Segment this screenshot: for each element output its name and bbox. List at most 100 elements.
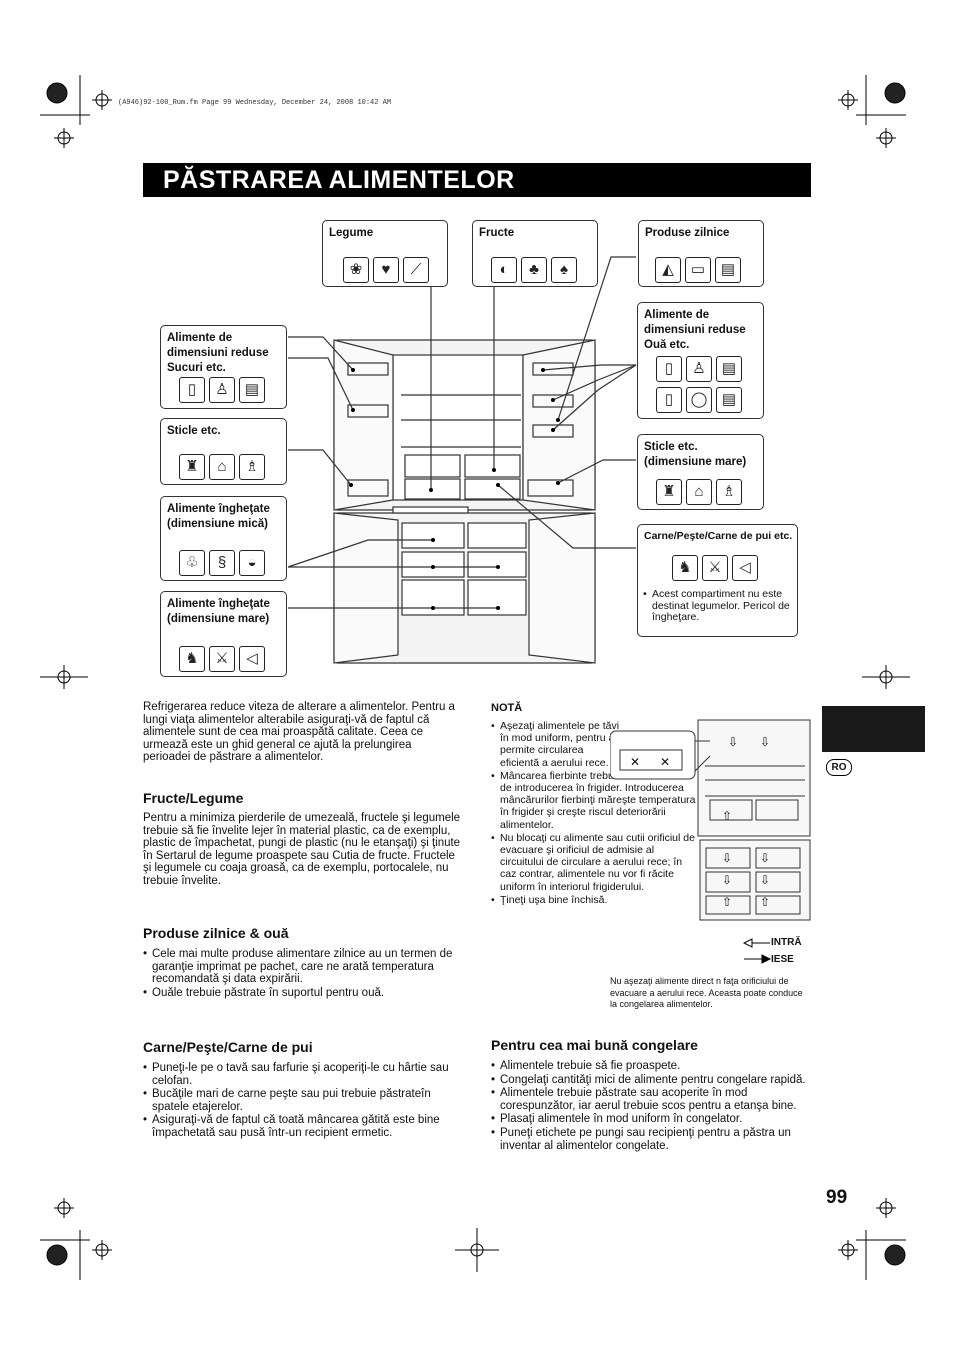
poultry-icon: ♞ [672,555,698,581]
list-item: Ţineţi uşa bine închisă. [491,894,698,906]
bottle-icon: ♜ [179,454,205,480]
airflow-diagram: ⇩⇩ ✕✕ ⇧ ⇩⇩ ⇩⇩ ⇧⇧ [610,719,811,921]
juice-bottle-icon: ♙ [686,356,712,382]
nota-list: Aşezaţi alimentele pe tăvi în mod unifor… [491,720,698,907]
label-sticle-text: Sticle etc. [167,425,221,437]
heading-carne: Carne/Peşte/Carne de pui [143,1039,313,1055]
congelare-list: Alimentele trebuie să fie proaspete. Con… [491,1060,813,1153]
nota-heading: NOTĂ [491,702,523,714]
shrimp-icon: § [209,550,235,576]
carton-icon: ▤ [716,387,742,413]
svg-text:⇩: ⇩ [722,873,732,887]
list-item: Bucăţile mari de carne peşte sau pui tre… [143,1088,461,1113]
legend-out: IESE [771,954,794,965]
butter-icon: ▭ [685,257,711,283]
label-mici-sucuri: Alimente de dimensiuni reduse Sucuri etc… [160,325,287,409]
wine-bottle-icon: ♗ [239,454,265,480]
produse-oua-list: Cele mai multe produse alimentare zilnic… [143,948,461,1000]
list-item: Plasaţi alimentele în mod uniform în con… [491,1113,813,1126]
list-item: Nu blocaţi cu alimente sau cutii orifici… [491,832,698,893]
chicken-leg-icon: ♧ [179,550,205,576]
fish-icon: ◁ [732,555,758,581]
juice-carton-icon: ▤ [239,377,265,403]
page-title: PĂSTRAREA ALIMENTELOR [163,166,515,194]
svg-text:⇧: ⇧ [760,895,770,909]
list-item: Alimentele trebuie să fie proaspete. [491,1060,813,1073]
orange-slice-icon: ◐ [491,257,517,283]
legend-in: INTRĂ [771,937,802,948]
label-produse-zilnice: Produse zilnice ◭ ▭ ▤ [638,220,764,287]
list-item: Congelaţi cantităţi mici de alimente pen… [491,1074,813,1087]
fish-fillet-icon: ◒ [239,550,265,576]
cherry-icon: ♠ [551,257,577,283]
svg-text:⇩: ⇩ [728,735,738,749]
can-icon: ▯ [656,356,682,382]
label-mici-oua: Alimente de dimensiuni reduse Ouă etc. ▯… [637,302,764,419]
fridge-diagram [287,256,637,664]
page-number: 99 [826,1187,848,1208]
label-mici-oua-text: Alimente de dimensiuni reduse Ouă etc. [644,309,746,351]
can-icon: ▯ [656,387,682,413]
svg-text:⇩: ⇩ [760,873,770,887]
svg-text:✕: ✕ [660,755,670,769]
fructe-legume-text: Pentru a minimiza pierderile de umezeală… [143,812,461,887]
fish-icon: ◁ [239,646,265,672]
list-item: Ouăle trebuie păstrate în suportul pentr… [143,987,461,1000]
svg-text:✕: ✕ [630,755,640,769]
list-item: Cele mai multe produse alimentare zilnic… [143,948,461,986]
svg-text:⇩: ⇩ [722,851,732,865]
language-badge: RO [826,759,852,776]
list-item: Mâncarea fierbinte trebuie răcită înaint… [491,770,698,831]
label-fructe: Fructe ◐ ♣ ♠ [472,220,598,287]
list-item: Puneţi etichete pe pungi sau recipienţi … [491,1127,813,1152]
svg-text:⇧: ⇧ [722,809,732,823]
label-sticle-mare-text: Sticle etc. (dimensiune mare) [644,441,747,468]
svg-text:⇩: ⇩ [760,735,770,749]
label-legume: Legume ❀ ♥ ⟋ [322,220,448,287]
intro-text: Refrigerarea reduce viteza de alterare a… [143,701,455,764]
label-inghetate-mica: Alimente îngheţate (dimensiune mică) ♧ §… [160,496,287,581]
label-sticle-mare: Sticle etc. (dimensiune mare) ♜ ⌂ ♗ [637,434,764,510]
egg-icon: ◯ [686,387,712,413]
heading-fructe-legume: Fructe/Legume [143,790,244,806]
section-tab [822,706,925,752]
carrot-icon: ⟋ [403,257,429,283]
juice-carton-icon: ▤ [716,356,742,382]
label-carne: Carne/Peşte/Carne de pui etc. ♞ ⚔ ◁ Aces… [637,524,798,637]
juice-bottle-icon: ♙ [209,377,235,403]
carne-list: Puneţi-le pe o tavă sau farfurie şi acop… [143,1062,461,1141]
poultry-icon: ♞ [179,646,205,672]
label-inghetate-mica-text: Alimente îngheţate (dimensiune mică) [167,503,270,530]
bottle-icon: ♜ [656,479,682,505]
heading-produse-oua: Produse zilnice & ouă [143,925,289,941]
list-item: Asiguraţi-vă de faptul că toată mâncarea… [143,1114,461,1139]
label-mici-sucuri-text: Alimente de dimensiuni reduse Sucuri etc… [167,332,269,374]
label-sticle: Sticle etc. ♜ ⌂ ♗ [160,418,287,485]
meat-icon: ⚔ [209,646,235,672]
svg-text:⇧: ⇧ [722,895,732,909]
cheese-icon: ◭ [655,257,681,283]
label-legume-text: Legume [329,227,374,239]
meat-icon: ⚔ [702,555,728,581]
label-fructe-text: Fructe [479,227,515,239]
carne-note: Acest compartiment nu este destinat legu… [643,588,793,624]
label-inghetate-mare: Alimente îngheţate (dimensiune mare) ♞ ⚔… [160,591,287,677]
carton-icon: ▤ [715,257,741,283]
label-carne-text: Carne/Peşte/Carne de pui etc. [644,530,793,542]
diagram-caption: Nu aşezaţi alimente direct n faţa orific… [610,976,803,1009]
list-item: Alimentele trebuie păstrate sau acoperit… [491,1087,813,1112]
title-bar: PĂSTRAREA ALIMENTELOR [143,163,811,197]
legend-arrows [742,938,772,964]
label-inghetate-mare-text: Alimente îngheţate (dimensiune mare) [167,598,270,625]
file-header: (A946)92-100_Rum.fm Page 99 Wednesday, D… [118,99,392,107]
list-item: Puneţi-le pe o tavă sau farfurie şi acop… [143,1062,461,1087]
heading-congelare: Pentru cea mai bună congelare [491,1037,698,1053]
milk-carton-icon: ⌂ [209,454,235,480]
can-icon: ▯ [179,377,205,403]
strawberry-icon: ♣ [521,257,547,283]
pepper-icon: ♥ [373,257,399,283]
milk-carton-icon: ⌂ [686,479,712,505]
broccoli-icon: ❀ [343,257,369,283]
label-produse-zilnice-text: Produse zilnice [645,227,730,239]
